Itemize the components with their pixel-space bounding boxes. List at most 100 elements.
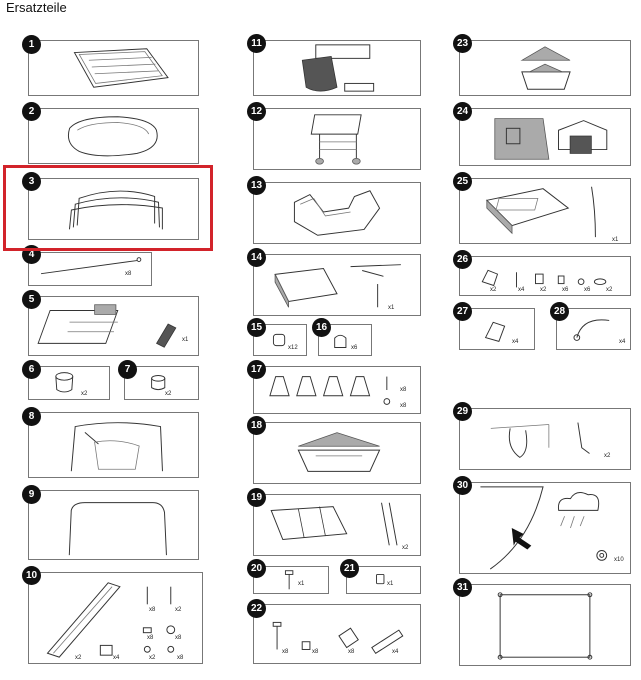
part-27[interactable]: x4	[459, 308, 535, 350]
part-9-illustration	[68, 502, 167, 556]
part-22-quantity-3: x4	[392, 649, 399, 655]
part-10-quantity-1: x4	[113, 655, 120, 661]
part-22-number: 22	[247, 599, 266, 618]
part-10-quantity-3: x2	[175, 607, 182, 613]
part-7-illustration	[151, 375, 166, 391]
part-20-illustration	[284, 570, 294, 590]
part-19[interactable]: x2	[253, 494, 421, 556]
part-5[interactable]: x1	[28, 296, 199, 356]
part-26-quantity-5: x2	[606, 287, 613, 293]
part-30-illustration	[480, 486, 608, 570]
part-9[interactable]	[28, 490, 199, 560]
part-29[interactable]: x2	[459, 408, 631, 470]
part-28-number: 28	[550, 302, 569, 321]
part-10-quantity-5: x8	[177, 655, 184, 661]
part-15[interactable]: x12	[253, 324, 307, 356]
part-9-number: 9	[22, 485, 41, 504]
part-13[interactable]	[253, 182, 421, 244]
part-21-quantity: x1	[387, 581, 394, 587]
part-26[interactable]: x2 x4 x2 x6 x6 x2	[459, 256, 631, 296]
part-25-illustration	[485, 186, 596, 238]
part-10-quantity-4: x8	[175, 635, 182, 641]
part-26-quantity: x2	[490, 287, 497, 293]
part-30-quantity: x10	[614, 557, 624, 563]
part-30[interactable]: x10	[459, 482, 631, 574]
part-12-illustration	[310, 114, 362, 165]
part-27-illustration	[484, 321, 506, 342]
part-6-illustration	[55, 372, 74, 393]
part-14-illustration	[274, 264, 401, 308]
part-10[interactable]: x2 x4 x8 x2 x8 x8 x2 x8	[28, 572, 203, 664]
part-1[interactable]	[28, 40, 199, 96]
part-11-illustration	[301, 44, 375, 92]
part-23[interactable]	[459, 40, 631, 96]
part-24[interactable]	[459, 108, 631, 166]
part-4-illustration	[40, 257, 142, 275]
part-10-illustration	[46, 582, 176, 658]
part-6[interactable]: x2	[28, 366, 110, 400]
part-4[interactable]: x8	[28, 252, 152, 286]
part-27-number: 27	[453, 302, 472, 321]
part-1-number: 1	[22, 35, 41, 54]
part-25-quantity: x1	[612, 237, 619, 243]
part-18[interactable]	[253, 422, 421, 484]
part-6-number: 6	[22, 360, 41, 379]
part-17-number: 17	[247, 360, 266, 379]
part-16[interactable]: x6	[318, 324, 372, 356]
part-4-quantity: x8	[125, 271, 132, 277]
part-20-number: 20	[247, 559, 266, 578]
part-22-quantity-2: x8	[348, 649, 355, 655]
part-1-illustration	[73, 48, 169, 88]
part-5-illustration	[37, 304, 177, 348]
part-17[interactable]: x8 x8	[253, 366, 421, 414]
part-2[interactable]	[28, 108, 199, 164]
part-24-number: 24	[453, 102, 472, 121]
part-7-quantity: x2	[165, 391, 172, 397]
part-16-quantity: x6	[351, 345, 358, 351]
part-31-number: 31	[453, 578, 472, 597]
part-11-number: 11	[247, 34, 266, 53]
part-17-quantity: x8	[400, 387, 407, 393]
part-16-illustration	[334, 334, 347, 348]
part-12[interactable]	[253, 108, 421, 170]
part-20-quantity: x1	[298, 581, 305, 587]
part-15-number: 15	[247, 318, 266, 337]
part-17-quantity-1: x8	[400, 403, 407, 409]
part-26-number: 26	[453, 250, 472, 269]
part-10-number: 10	[22, 566, 41, 585]
part-22-quantity-1: x8	[312, 649, 319, 655]
part-26-illustration	[481, 269, 607, 288]
part-21-number: 21	[340, 559, 359, 578]
part-3-highlight	[3, 165, 213, 251]
part-3[interactable]	[28, 178, 199, 240]
part-29-quantity: x2	[604, 453, 611, 459]
part-28[interactable]: x4	[556, 308, 631, 350]
part-25-number: 25	[453, 172, 472, 191]
part-8-number: 8	[22, 407, 41, 426]
part-31-illustration	[497, 592, 593, 660]
part-3-number: 3	[22, 172, 41, 191]
part-12-number: 12	[247, 102, 266, 121]
part-11[interactable]	[253, 40, 421, 96]
part-3-illustration	[68, 190, 163, 230]
part-23-illustration	[520, 46, 571, 90]
part-29-illustration	[490, 422, 590, 458]
part-22[interactable]: x8 x8 x8 x4	[253, 604, 421, 664]
part-31[interactable]	[459, 584, 631, 666]
part-8[interactable]	[28, 412, 199, 478]
part-19-illustration	[270, 502, 398, 546]
part-24-illustration	[494, 118, 608, 160]
part-14[interactable]: x1	[253, 254, 421, 316]
part-23-number: 23	[453, 34, 472, 53]
part-18-number: 18	[247, 416, 266, 435]
part-19-number: 19	[247, 488, 266, 507]
part-25[interactable]: x1	[459, 178, 631, 244]
part-28-illustration	[573, 319, 610, 341]
part-14-number: 14	[247, 248, 266, 267]
part-26-quantity-3: x6	[562, 287, 569, 293]
part-5-quantity: x1	[182, 337, 189, 343]
part-13-number: 13	[247, 176, 266, 195]
part-10-quantity-7: x8	[147, 635, 154, 641]
part-17-illustration	[269, 376, 391, 405]
part-27-quantity: x4	[512, 339, 519, 345]
